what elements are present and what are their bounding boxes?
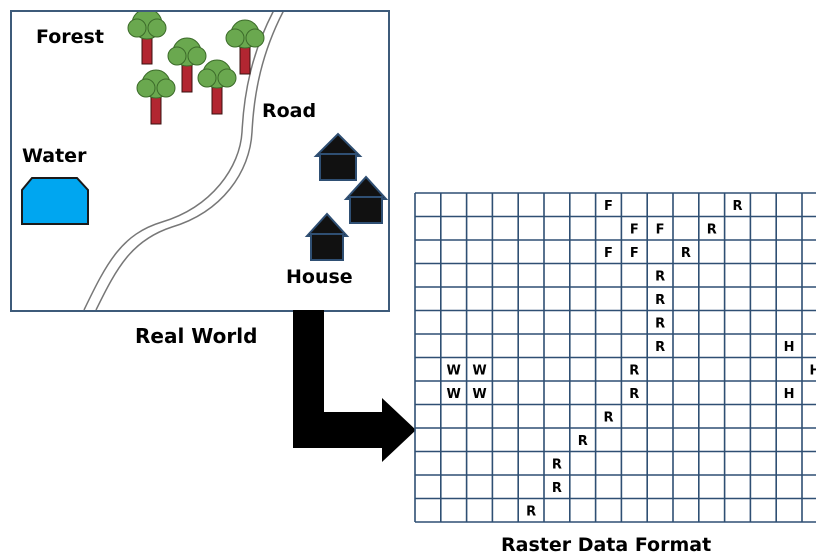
grid-cell-label: H xyxy=(784,340,795,355)
tree-icon xyxy=(197,59,237,115)
tree-icon xyxy=(127,12,167,65)
grid-cell-label: R xyxy=(732,199,742,214)
grid-cell-label: R xyxy=(629,363,639,378)
house-label: House xyxy=(286,266,353,288)
grid-cell-label: R xyxy=(629,387,639,402)
grid-cell-label: R xyxy=(552,481,562,496)
grid-cell-label: W xyxy=(472,387,486,402)
water-label: Water xyxy=(22,145,87,167)
grid-cell-label: H xyxy=(784,387,795,402)
grid-cell-label: R xyxy=(552,457,562,472)
grid-cell-label: R xyxy=(526,504,536,519)
bent-arrow-icon xyxy=(293,310,416,462)
house-icon xyxy=(304,212,350,261)
grid-cell-label: R xyxy=(603,410,613,425)
grid-cell-label: F xyxy=(630,222,639,237)
grid-cell-label: R xyxy=(655,269,665,284)
grid-cell-label: F xyxy=(656,222,665,237)
grid-cell-label: W xyxy=(472,363,486,378)
grid-cell-label: W xyxy=(447,363,461,378)
real-world-title: Real World xyxy=(135,324,258,348)
tree-icon xyxy=(136,69,176,125)
grid-cell-label: F xyxy=(630,246,639,261)
grid-cell-label: W xyxy=(447,387,461,402)
grid-cell-label: R xyxy=(707,222,717,237)
map-illustration xyxy=(21,12,388,310)
grid-cell-label: H xyxy=(809,363,816,378)
grid-cell-label: R xyxy=(655,316,665,331)
forest-label: Forest xyxy=(36,26,104,48)
house-icon xyxy=(313,132,363,181)
water-icon xyxy=(21,177,89,225)
grid-cell-label: R xyxy=(681,246,691,261)
house-icon xyxy=(343,175,388,224)
tree-icon xyxy=(167,37,207,93)
real-world-map: Forest Road Water House xyxy=(10,10,390,312)
raster-title: Raster Data Format xyxy=(501,534,712,556)
road-label: Road xyxy=(262,100,317,122)
grid-cell-label: R xyxy=(655,293,665,308)
tree-icon xyxy=(225,19,265,75)
grid-cell-label: F xyxy=(604,199,613,214)
grid-cell-label: R xyxy=(578,434,588,449)
grid-cell-label: F xyxy=(604,246,613,261)
grid-cell-label: R xyxy=(655,340,665,355)
